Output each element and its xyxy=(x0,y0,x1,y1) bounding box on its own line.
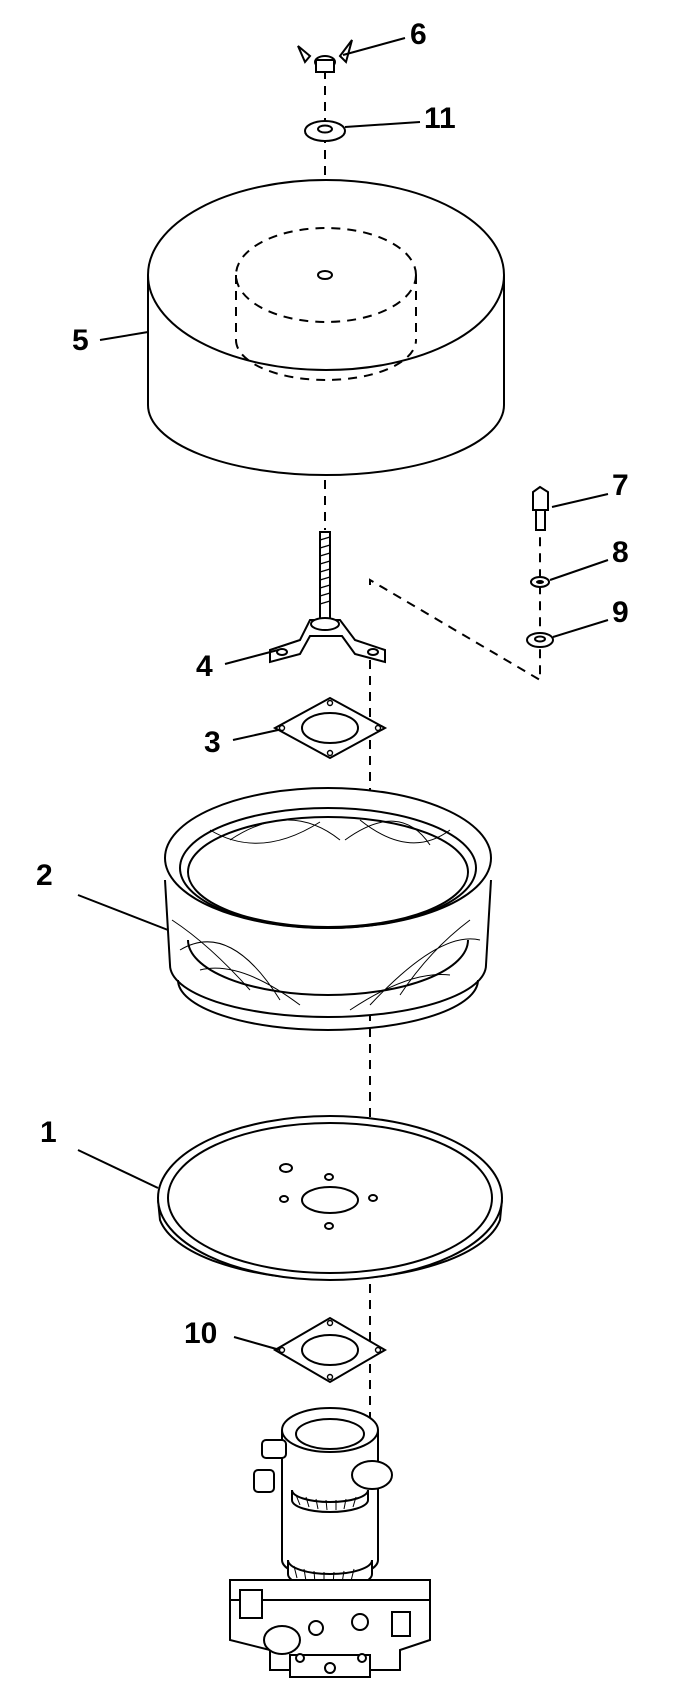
callout-10: 10 xyxy=(184,1317,217,1350)
callout-3: 3 xyxy=(204,726,221,759)
throttle-body xyxy=(229,1407,431,1678)
callout-4: 4 xyxy=(196,650,213,683)
part-9-flat-washer xyxy=(526,632,554,648)
part-3-gasket xyxy=(272,696,388,760)
part-1-base-plate xyxy=(157,1115,503,1281)
callout-11: 11 xyxy=(424,102,456,135)
callout-8: 8 xyxy=(612,536,629,569)
part-4-stud-bracket xyxy=(269,531,386,664)
part-8-lock-washer xyxy=(530,576,550,588)
callout-6: 6 xyxy=(410,18,427,51)
callout-1: 1 xyxy=(40,1116,57,1149)
callout-labels: 6 11 5 7 8 9 4 3 2 1 10 xyxy=(36,18,629,1350)
part-11-washer xyxy=(304,120,346,142)
callout-2: 2 xyxy=(36,859,53,892)
part-10-lower-gasket xyxy=(273,1316,387,1384)
part-7-bolt xyxy=(532,485,549,531)
callout-7: 7 xyxy=(612,469,629,502)
leader-lines xyxy=(77,37,609,1351)
part-5-filter-element xyxy=(147,179,505,476)
callout-5: 5 xyxy=(72,324,89,357)
part-2-housing xyxy=(164,787,492,1031)
part-6-wing-nut xyxy=(297,39,353,73)
callout-9: 9 xyxy=(612,596,629,629)
